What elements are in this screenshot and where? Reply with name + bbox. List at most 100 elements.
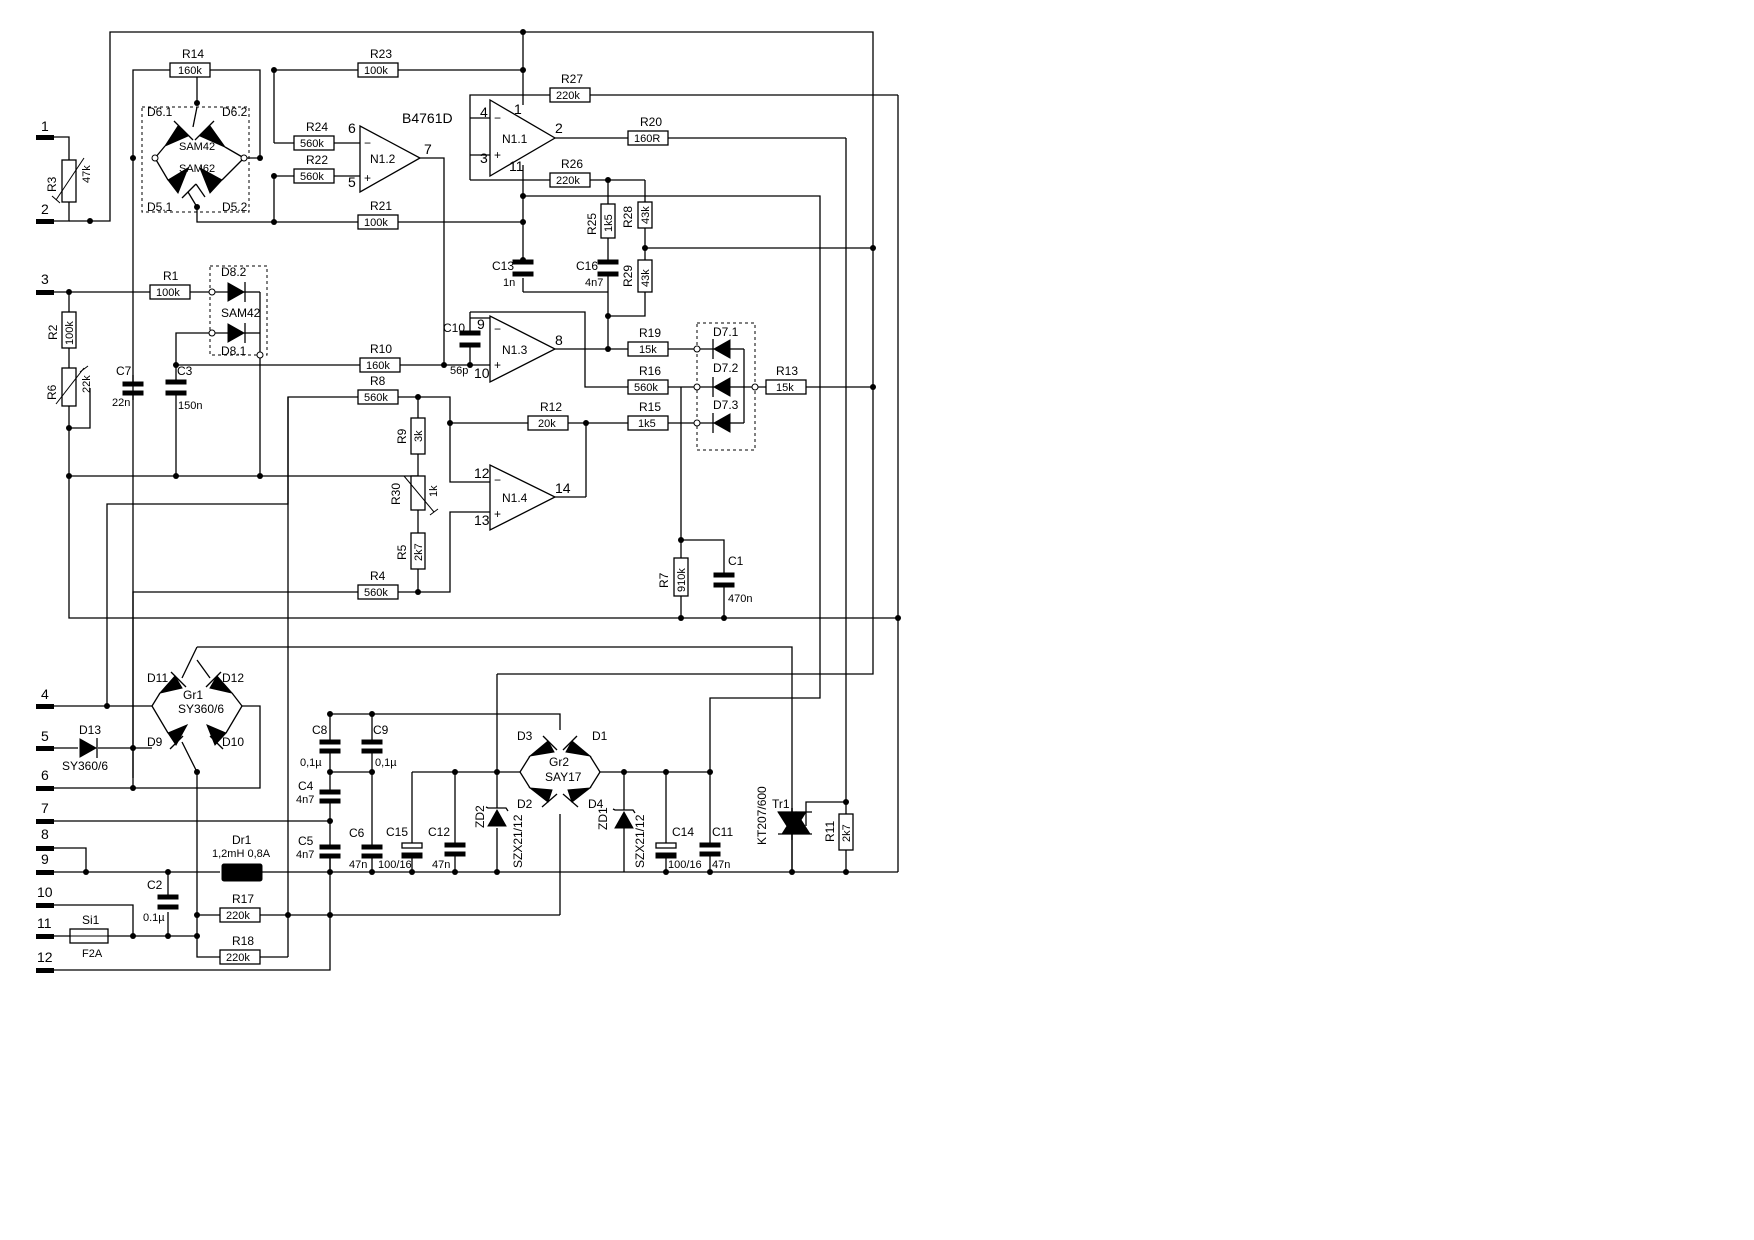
junction-dot (194, 769, 200, 775)
svg-text:C16: C16 (576, 259, 598, 273)
capacitor-c2: C20.1µ (143, 878, 179, 924)
svg-text:22n: 22n (112, 397, 130, 409)
pin-number: 4 (480, 104, 488, 120)
junction-dot (194, 912, 200, 918)
open-terminal (693, 345, 701, 353)
svg-text:560k: 560k (634, 382, 658, 394)
diode-label: D12 (222, 671, 244, 685)
svg-text:160R: 160R (634, 133, 660, 145)
pot-r30: R30 1k (389, 475, 440, 516)
open-terminal (208, 288, 216, 296)
junction-dot (66, 425, 72, 431)
svg-text:+: + (494, 148, 501, 162)
svg-text:R12: R12 (540, 400, 562, 414)
pin-number: 12 (474, 465, 490, 481)
svg-text:C5: C5 (298, 834, 314, 848)
junction-dot (66, 473, 72, 479)
svg-text:R19: R19 (639, 326, 661, 340)
pin-number: 2 (555, 120, 563, 136)
potentiometers: R3 47k R6 22k R30 1k (45, 157, 440, 516)
junction-dot (520, 67, 526, 73)
diode-label: D5.2 (222, 200, 248, 214)
diode-label: D8.2 (221, 265, 247, 279)
svg-text:160k: 160k (366, 360, 390, 372)
junction-dot (707, 869, 713, 875)
svg-text:R24: R24 (306, 120, 328, 134)
svg-text:R6: R6 (45, 384, 59, 400)
zener-zd1 (612, 808, 636, 829)
diode-label: D4 (588, 797, 604, 811)
svg-text:C2: C2 (147, 878, 163, 892)
junction-dot (271, 67, 277, 73)
junction-dot (130, 155, 136, 161)
diode-label: D9 (147, 735, 163, 749)
resistor-r20: R20 160R (627, 115, 669, 146)
capacitor-c8: C80,1µ (300, 723, 341, 769)
junction-dot (678, 537, 684, 543)
connector-1 (36, 135, 54, 140)
svg-text:+: + (494, 358, 501, 372)
junction-dot (327, 869, 333, 875)
connector-7 (36, 819, 54, 824)
diode-d1 (562, 735, 601, 773)
svg-text:−: − (494, 111, 501, 125)
diode-d7-3 (712, 413, 731, 433)
opamp-n1-1 (489, 98, 557, 178)
junction-dot (642, 245, 648, 251)
open-terminal (751, 383, 759, 391)
junction-dot (441, 362, 447, 368)
pin-number: 8 (555, 332, 563, 348)
svg-text:R8: R8 (370, 374, 386, 388)
junction-dot (605, 346, 611, 352)
junction-dot (870, 384, 876, 390)
junction-dot (257, 155, 263, 161)
connector-label: 9 (41, 851, 49, 867)
svg-text:C7: C7 (116, 364, 132, 378)
junction-dot (130, 785, 136, 791)
junction-dot (271, 219, 277, 225)
junction-dot (467, 362, 473, 368)
junction-dot (707, 769, 713, 775)
connector-label: 6 (41, 767, 49, 783)
svg-text:R20: R20 (640, 115, 662, 129)
junction-dot (415, 589, 421, 595)
connector-12 (36, 968, 54, 973)
svg-text:47k: 47k (81, 165, 93, 183)
connector-terminals (36, 135, 54, 973)
diode-d9 (151, 705, 198, 773)
svg-text:220k: 220k (556, 90, 580, 102)
open-terminal (208, 329, 216, 337)
diode-label: D7.3 (713, 398, 739, 412)
svg-text:100k: 100k (364, 217, 388, 229)
diode-label: D6.1 (147, 105, 173, 119)
diode-type-label: SZX21/12 (633, 814, 647, 868)
connector-label: 5 (41, 728, 49, 744)
junction-dot (327, 912, 333, 918)
junction-dot (66, 289, 72, 295)
junction-dot (663, 869, 669, 875)
diode-d7-1 (712, 339, 731, 359)
svg-text:C10: C10 (443, 321, 465, 335)
svg-text:R4: R4 (370, 569, 386, 583)
triac-tr1: Tr1 KT207/600 (755, 786, 812, 845)
diode-d4 (562, 771, 601, 808)
junction-dot (494, 869, 500, 875)
svg-text:43k: 43k (640, 269, 652, 287)
svg-text:160k: 160k (178, 65, 202, 77)
junction-dot (83, 869, 89, 875)
